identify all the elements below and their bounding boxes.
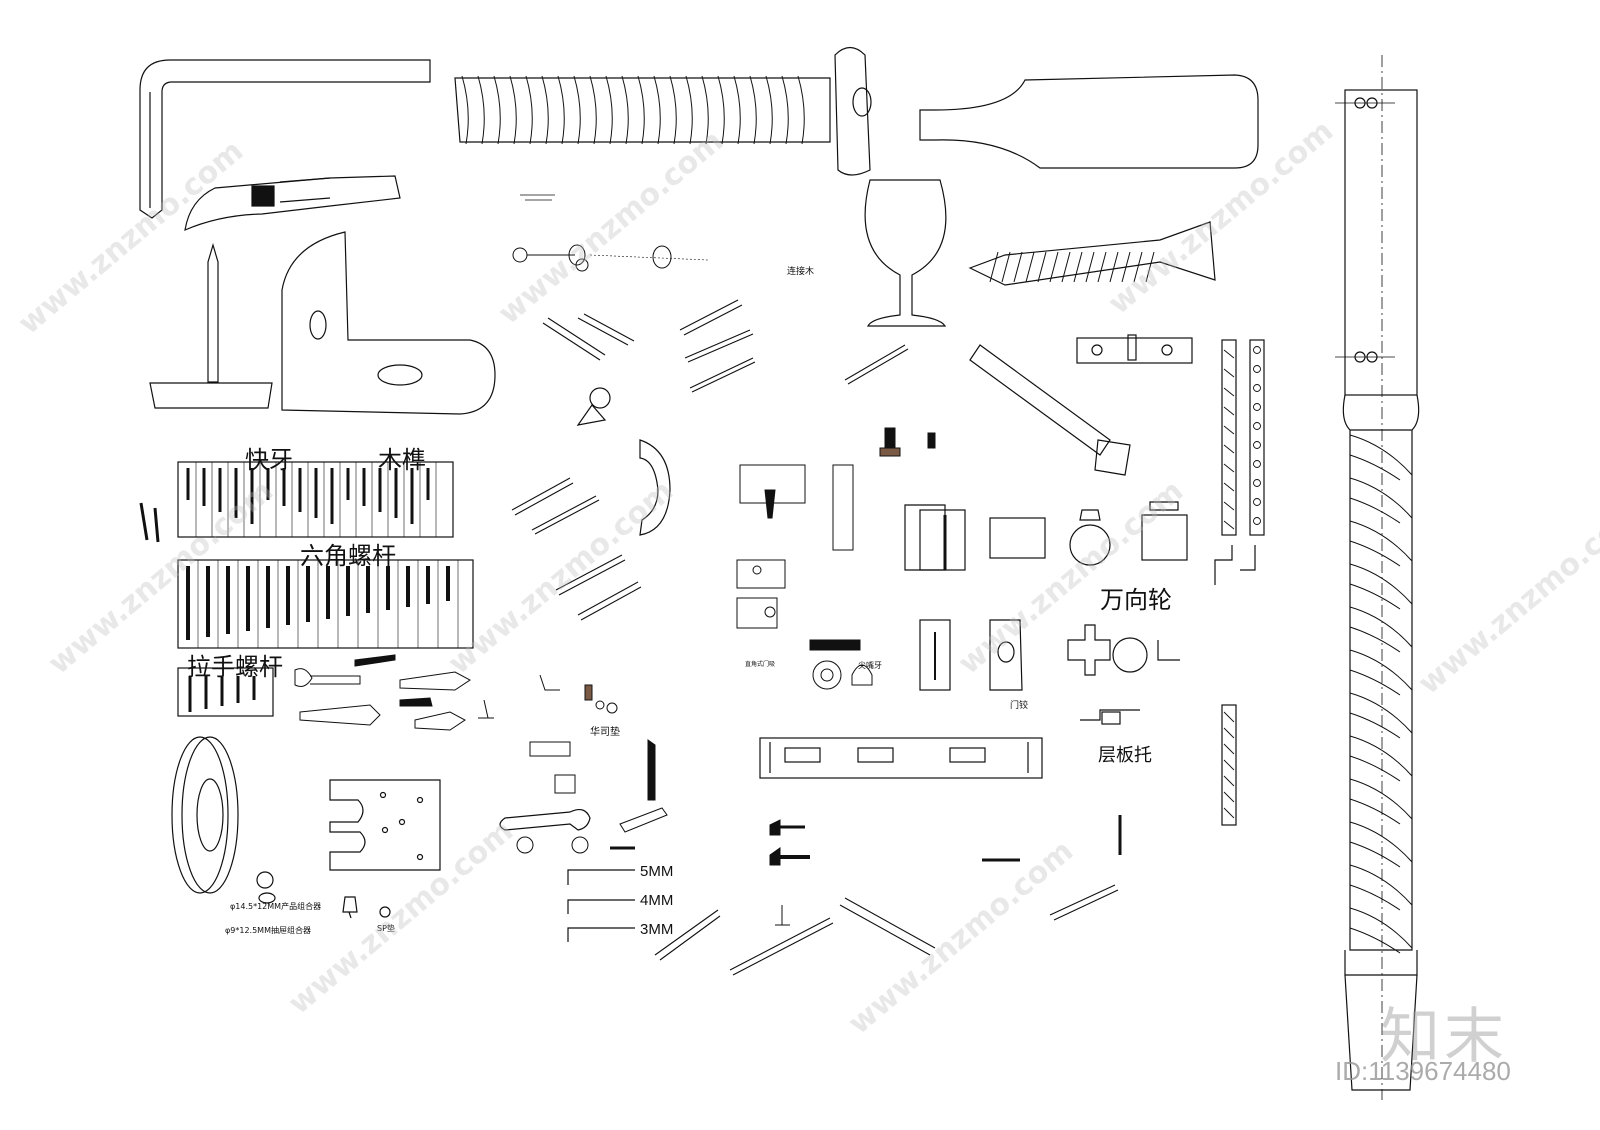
- allen-key-large-icon: [139, 59, 431, 219]
- label-assembly-a: φ14.5*12MM产品组合器: [230, 902, 322, 911]
- label-washer: 华司垫: [590, 727, 620, 738]
- label-caster: 万向轮: [1100, 586, 1172, 614]
- label-connector-wood: 连接木: [787, 267, 815, 277]
- loose-screws-icon: [139, 502, 160, 543]
- turned-leg-icon: [1335, 55, 1420, 1100]
- caster-and-latch-icons: [904, 501, 1188, 571]
- label-4mm: 4MM: [640, 892, 674, 909]
- assorted-screws-icon: [294, 654, 494, 731]
- wine-glass-icon: [864, 179, 947, 327]
- large-washer-icon: [171, 736, 239, 894]
- label-3mm: 3MM: [640, 921, 674, 938]
- bottle-icon: [919, 74, 1259, 169]
- label-fast-thread: 快牙: [245, 446, 293, 474]
- label-hinge: 门铰: [1010, 701, 1029, 711]
- hex-bolt-long-icon: [969, 344, 1131, 476]
- lag-bolt-icon: [454, 46, 872, 176]
- screw-chart-hex: [177, 559, 474, 649]
- shelf-pin-strip-icons: [1214, 339, 1265, 826]
- cabinet-hinge-icons: [919, 619, 1180, 725]
- watermark-id: ID:1139674480: [1335, 1056, 1511, 1086]
- turned-leg-twist: [1349, 434, 1413, 954]
- lower-mid-parts-icons: [516, 674, 668, 854]
- chart-screw-marks: [186, 462, 459, 712]
- bolt-washer-assembly-icon: [512, 194, 709, 272]
- drawer-runner-icon: [759, 737, 1043, 779]
- lag-bolt-threads: [461, 75, 805, 145]
- angle-bracket-icon: [281, 231, 496, 415]
- label-door-catch: 直角式门吸: [745, 661, 776, 668]
- utility-knife-icon: [184, 175, 401, 231]
- ring-pull-icon: [576, 387, 611, 426]
- watermark-logo: 知末: [1380, 1002, 1508, 1072]
- c-ring-icon: [639, 439, 671, 536]
- screw-chart-fast-thread: [177, 461, 454, 538]
- drawer-slide-icons: [511, 299, 1119, 976]
- mounting-plate-icon: [329, 779, 441, 871]
- label-sp-pad: SP垫: [377, 924, 395, 933]
- label-5mm: 5MM: [640, 863, 674, 880]
- cam-lock-icons: [256, 871, 391, 919]
- label-wood-screw: 木榫: [378, 446, 426, 474]
- spanner-icon: [499, 808, 591, 831]
- drywall-screw-threads: [989, 251, 1155, 283]
- label-handle-bolt: 拉手螺杆: [187, 653, 283, 681]
- misc-bottom-parts: [769, 815, 1122, 926]
- nail-pad-icon: [149, 242, 273, 409]
- label-hex-bolt: 六角螺杆: [300, 542, 396, 570]
- label-pointed-thread: 尖嘴牙: [858, 661, 882, 670]
- allen-keys-small-icon: [567, 869, 635, 942]
- screw-chart-handle: [177, 667, 274, 717]
- label-shelf-support: 层板托: [1098, 745, 1152, 766]
- drywall-screw-icon: [968, 221, 1216, 286]
- label-assembly-b: φ9*12.5MM抽屉组合器: [225, 926, 311, 935]
- connector-plate-icon: [1076, 334, 1193, 364]
- mid-hardware-icons: [736, 427, 936, 690]
- strip-hole-marks: [1223, 346, 1261, 819]
